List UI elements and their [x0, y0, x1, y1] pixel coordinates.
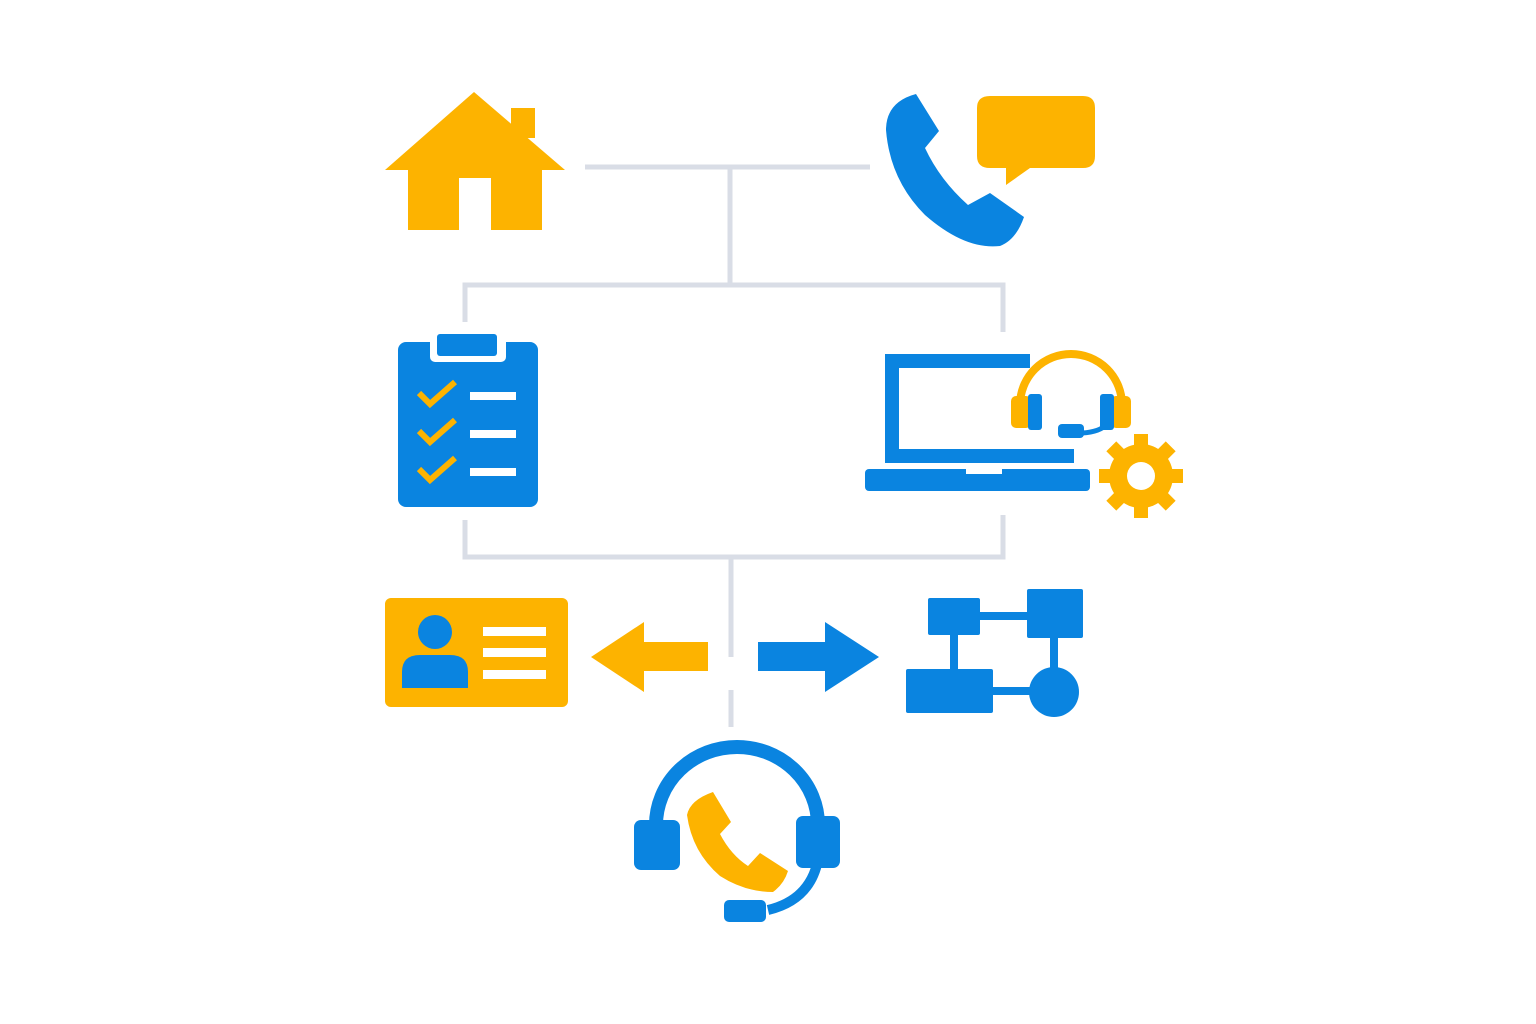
- laptop-icon: [885, 354, 1074, 463]
- laptop-headset-gear-icon: [865, 350, 1183, 518]
- connector-lines: [462, 164, 1006, 727]
- connector-upper-branch: [462, 282, 1006, 332]
- clipboard-checklist-icon: [398, 330, 538, 507]
- id-card-icon: [385, 598, 568, 707]
- headset-icon: [1011, 350, 1131, 438]
- arrow-right-icon: [758, 622, 879, 692]
- check-icon: [416, 417, 457, 447]
- connector-lower-branch: [462, 515, 1006, 560]
- bidirectional-arrows-icon: [591, 622, 879, 692]
- flowchart-icon: [906, 589, 1083, 717]
- gear-icon: [1099, 434, 1183, 518]
- chat-bubble-icon: [977, 96, 1095, 185]
- arrow-left-icon: [591, 622, 708, 692]
- phone-chat-icon: [886, 94, 1095, 247]
- phone-handset-icon: [687, 792, 788, 892]
- headset-phone-icon: [634, 740, 840, 922]
- house-icon: [385, 92, 565, 230]
- check-icon: [416, 379, 457, 409]
- check-icon: [416, 455, 457, 485]
- phone-handset-icon: [886, 94, 1024, 247]
